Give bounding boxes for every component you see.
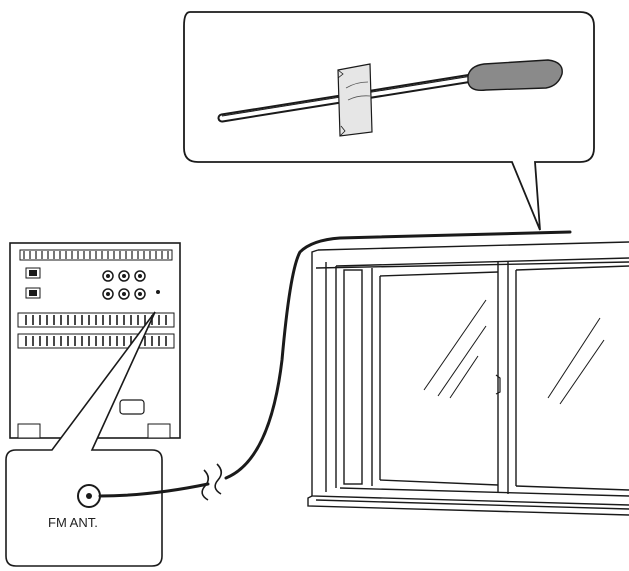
wire-break-mark	[201, 463, 223, 501]
antenna-tip	[467, 59, 563, 92]
fm-antenna-label: FM ANT.	[48, 515, 98, 530]
glass-reflections	[423, 299, 605, 405]
antenna-wire	[98, 230, 572, 498]
fm-ant-jack-small	[156, 290, 160, 294]
tape-strip	[337, 63, 373, 137]
zoom-callout-jack	[5, 311, 163, 567]
window	[307, 241, 629, 516]
zoom-callout-tape	[183, 11, 595, 231]
